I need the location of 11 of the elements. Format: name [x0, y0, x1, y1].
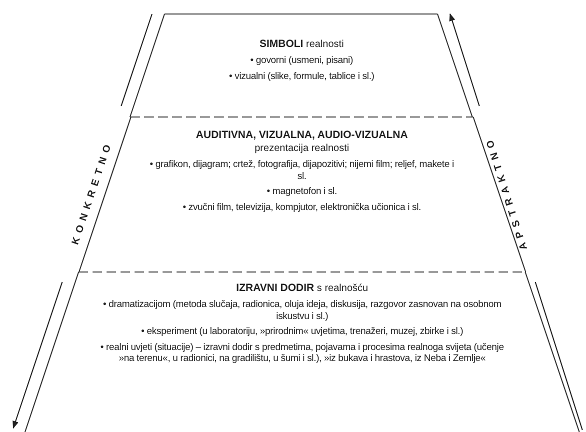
- bullet-item: • dramatizacijom (metoda slučaja, radionica, oluja ideja, diskusija, razgovor zasnovan na osobnom iskustvu i sl.): [102, 299, 502, 322]
- bullet-item: • zvučni film, televizija, kompjutor, elektronička učionica i sl.: [182, 202, 422, 213]
- bullet-item: • realni uvjeti (situacije) – izravni dodir s predmetima, pojavama i procesima realnoga svijeta (učenje »na terenu«, u radionici, na gradilištu, u šumi i sl.), »iz bukava i hrastova, iz Neba i Zemlje«: [99, 342, 505, 364]
- bullet-item: • eksperiment (u laboratoriju, »prirodnim« uvjetima, trenažeri, muzej, zbirke i sl.): [141, 326, 464, 338]
- bullet-item: • vizualni (slike, formule, tablice i sl.): [228, 70, 374, 82]
- level-heading: AUDITIVNA, VIZUALNA, AUDIO-VIZUALNA prezentacija realnosti: [194, 129, 409, 155]
- level-heading: IZRAVNI DODIR s realnošću: [236, 282, 368, 295]
- bullet-item: • govorni (usmeni, pisani): [250, 55, 353, 66]
- bullet-item: • magnetofon i sl.: [266, 186, 337, 198]
- level-heading: SIMBOLI realnosti: [259, 38, 344, 51]
- bullet-item: • grafikon, dijagram; crtež, fotografija, dijapozitivi; nijemi film; reljef, makete i sl.: [148, 159, 455, 182]
